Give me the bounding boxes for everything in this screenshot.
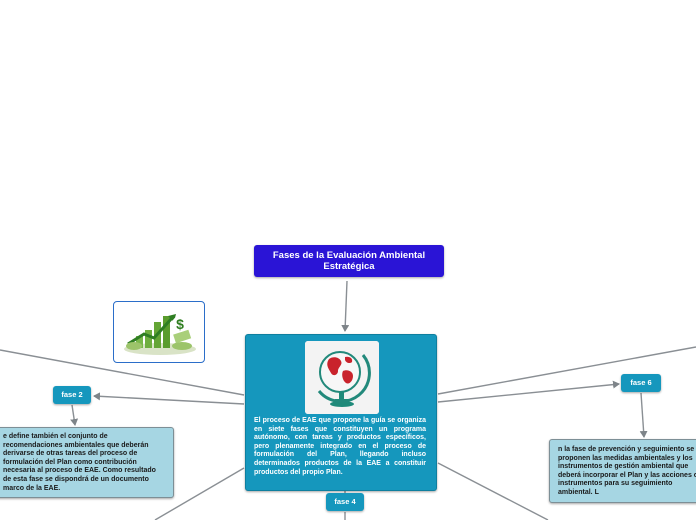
money-growth-icon: $: [124, 314, 196, 355]
connector-center-left-upper: [0, 349, 245, 396]
fase-6-node[interactable]: fase 6: [621, 374, 661, 392]
connector-center-lower-left: [154, 467, 245, 520]
fase-6-label: fase 6: [630, 378, 652, 387]
fase-6-description-text: n la fase de prevención y seguimiento se…: [558, 446, 696, 496]
connector-center-fase2: [93, 392, 245, 405]
central-node-text: El proceso de EAE que propone la guía se…: [254, 417, 426, 476]
center-image: [305, 341, 379, 414]
connector-center-lower-right: [437, 462, 549, 520]
fase-4-label: fase 4: [334, 497, 356, 506]
fase-6-description[interactable]: n la fase de prevención y seguimiento se…: [549, 439, 696, 503]
connector-center-right-upper: [437, 346, 696, 395]
title-node-text: Fases de la Evaluación Ambiental Estraté…: [272, 250, 426, 272]
connector-title-center: [341, 280, 350, 332]
title-node[interactable]: Fases de la Evaluación Ambiental Estraté…: [254, 245, 444, 277]
central-node[interactable]: El proceso de EAE que propone la guía se…: [245, 334, 437, 491]
connector-fase2-desc: [70, 404, 79, 426]
globe-icon: [305, 341, 379, 414]
image-node[interactable]: $: [113, 301, 205, 363]
fase-4-node[interactable]: fase 4: [326, 493, 364, 511]
svg-text:$: $: [176, 316, 184, 332]
connector-fase6-desc: [639, 392, 648, 438]
fase-2-description-text: e define también el conjunto de recomend…: [3, 433, 156, 492]
fase-2-description[interactable]: e define también el conjunto de recomend…: [0, 427, 174, 498]
fase-2-label: fase 2: [61, 390, 83, 399]
fase-2-node[interactable]: fase 2: [53, 386, 91, 404]
connector-center-fase6: [437, 380, 620, 403]
